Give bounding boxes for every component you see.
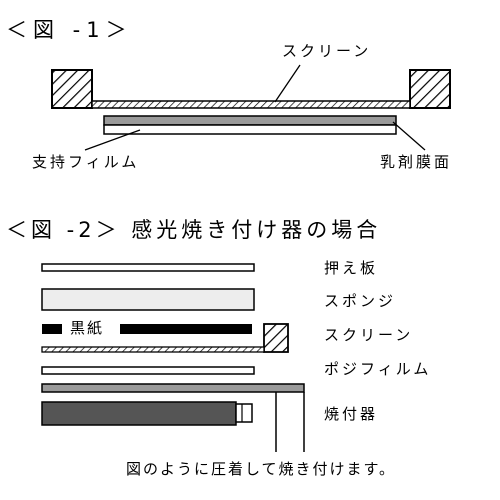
support-film-label: 支持フィルム — [32, 153, 140, 171]
sponge — [41, 288, 255, 311]
press-plate-label: 押え板 — [324, 259, 379, 277]
exposure-unit-label: 焼付器 — [324, 405, 379, 423]
sponge-label: スポンジ — [324, 292, 397, 310]
support-film-leader-line — [84, 129, 141, 151]
figure2-caption: 図のように圧着して焼き付けます。 — [126, 460, 397, 478]
figure2-title: ＜図 -2＞ 感光焼き付け器の場合 — [6, 218, 382, 242]
screen-leader-line — [274, 64, 301, 103]
positive-film — [41, 366, 255, 375]
emulsion-surface-label: 乳剤膜面 — [380, 153, 453, 171]
exposure-glass — [41, 383, 305, 393]
screen-mesh-2 — [41, 346, 265, 353]
screen-frame-left — [51, 69, 93, 109]
positive-film-label: ポジフィルム — [324, 360, 432, 378]
emulsion-layer — [103, 115, 397, 126]
screen-label-2: スクリーン — [324, 326, 414, 344]
screen-mesh — [91, 100, 411, 109]
exposure-unit-knob — [235, 403, 253, 423]
screen-frame-block — [263, 323, 289, 353]
black-paper-right — [120, 324, 252, 334]
figure1-title: ＜図 -1＞ — [6, 18, 133, 42]
screen-label: スクリーン — [282, 42, 372, 60]
press-plate — [41, 263, 255, 272]
figure1-diagram — [51, 64, 451, 151]
exposure-unit-body — [41, 401, 237, 426]
support-film — [103, 124, 397, 135]
emulsion-leader-line — [392, 121, 426, 151]
screen-frame-right — [409, 69, 451, 109]
black-paper-label: 黒紙 — [70, 319, 105, 337]
black-paper-left — [42, 324, 62, 334]
figure2-diagram — [41, 263, 305, 452]
